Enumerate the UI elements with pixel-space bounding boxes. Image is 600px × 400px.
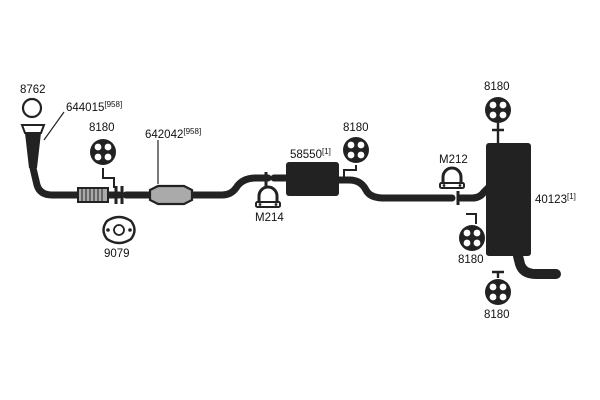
joint-markers (114, 172, 460, 205)
hanger-mid-label: 8180 (458, 254, 484, 266)
rubber-hanger-icon (485, 279, 511, 305)
catalytic-converter-icon (148, 184, 194, 206)
pipe-runs (29, 164, 561, 279)
hanger-mid-bracket (466, 213, 477, 224)
muffler-icon (486, 143, 531, 256)
rubber-hanger-icon (485, 97, 511, 123)
hanger-resonator-label: 8180 (343, 122, 369, 134)
flex-pipe[interactable]: 644015[958] (20, 100, 122, 203)
u-clamp-icon (254, 185, 282, 209)
gasket-ring[interactable]: 8762 (20, 84, 46, 119)
hanger-bottom-bracket (492, 270, 504, 278)
clamp-front-label: M214 (255, 212, 284, 224)
rubber-hanger-icon (459, 225, 485, 251)
hanger-resonator-bracket (343, 165, 357, 178)
gasket-ring-label: 8762 (20, 84, 46, 96)
flange-gasket-label: 9079 (104, 248, 130, 260)
hanger-top-label: 8180 (484, 81, 510, 93)
hanger-mid[interactable]: 8180 (458, 213, 485, 266)
catalytic-converter[interactable]: 642042[958] (145, 127, 201, 206)
flex-pipe-leader (43, 111, 65, 141)
clamp-rear-label: M212 (439, 154, 468, 166)
catalytic-label: 642042[958] (145, 127, 201, 141)
hanger-flex-bracket (102, 168, 115, 188)
cat-outlet-pipe (188, 174, 272, 199)
muffler-label: 40123[1] (535, 192, 576, 206)
hanger-flex[interactable]: 8180 (89, 122, 116, 188)
clamp-rear[interactable]: M212 (438, 154, 468, 190)
tail-pipe (513, 251, 561, 279)
flange-gasket-icon (102, 215, 136, 245)
clamp-front[interactable]: M214 (254, 185, 284, 224)
resonator-icon (286, 162, 339, 196)
rubber-hanger-icon (90, 139, 116, 165)
u-clamp-icon (438, 166, 466, 190)
resonator-label: 58550[1] (290, 147, 331, 161)
hanger-bottom[interactable]: 8180 (484, 270, 511, 321)
hanger-bottom-label: 8180 (484, 309, 510, 321)
resonator[interactable]: 58550[1] (286, 147, 339, 196)
hanger-top[interactable]: 8180 (484, 81, 511, 143)
down-pipe (29, 164, 82, 199)
rubber-hanger-icon (343, 137, 369, 163)
muffler[interactable]: 40123[1] (486, 143, 576, 256)
flex-pipe-label: 644015[958] (66, 100, 122, 114)
hanger-resonator[interactable]: 8180 (343, 122, 369, 178)
ring-gasket-icon (21, 97, 43, 119)
hanger-flex-label: 8180 (89, 122, 115, 134)
hanger-top-bracket (492, 123, 504, 143)
resonator-outlet-pipe (335, 176, 456, 202)
muffler-inlet-pipe (456, 184, 492, 202)
flex-pipe-icon (20, 124, 109, 203)
flange-gasket[interactable]: 9079 (102, 215, 136, 260)
